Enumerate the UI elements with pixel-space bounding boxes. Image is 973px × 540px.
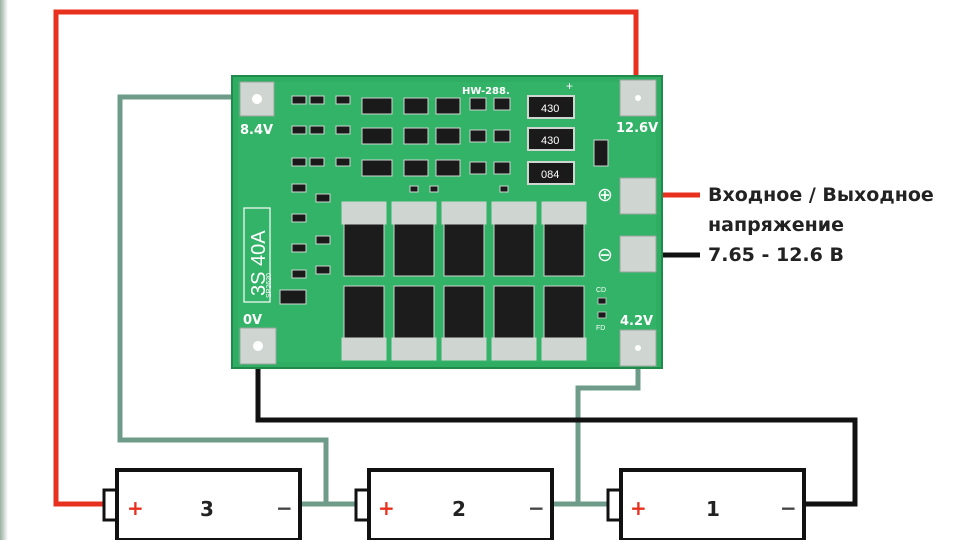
teal-wire-4v2 — [575, 352, 641, 504]
battery-1-number: 1 — [706, 497, 720, 521]
battery-3-number: 3 — [200, 497, 214, 521]
mosfet-array — [341, 201, 587, 361]
part-code: SP2620 — [266, 273, 273, 298]
battery-3-minus: − — [276, 496, 293, 520]
minus-symbol: ⊖ — [597, 245, 613, 266]
resistor-1: 430 — [527, 95, 575, 119]
label-4v2: 4.2V — [620, 314, 653, 329]
pcb-board: 8.4V 12.6V 0V 4.2V ⊕ ⊖ + HW-288. 3S 40A … — [231, 75, 663, 369]
battery-3: + 3 − — [102, 468, 302, 540]
red-wire-12v6 — [53, 9, 639, 507]
teal-wire-8v4 — [117, 94, 329, 504]
led-mark-fd: FD — [596, 325, 605, 332]
black-wire-0v — [255, 350, 858, 507]
battery-2-minus: − — [528, 496, 545, 520]
battery-3-plus: + — [127, 496, 144, 520]
left-edge-strip — [0, 0, 8, 540]
plus-symbol: ⊕ — [597, 185, 613, 206]
pad-minus — [619, 235, 657, 273]
svg-text:430: 430 — [541, 135, 559, 147]
battery-2-number: 2 — [452, 497, 466, 521]
diode — [593, 139, 609, 167]
svg-text:084: 084 — [541, 169, 559, 181]
svg-text:430: 430 — [541, 103, 559, 115]
resistor-2: 430 — [527, 127, 575, 151]
battery-2-plus: + — [378, 496, 395, 520]
tiny-plus: + — [566, 79, 573, 93]
board-model: HW-288. — [462, 86, 510, 97]
smd-components — [279, 95, 511, 305]
led-mark-cd: CD — [596, 287, 606, 294]
battery-1-minus: − — [780, 496, 797, 520]
board-spec: 3S 40A — [248, 230, 270, 296]
annotation-line-2: напряжение — [708, 214, 844, 236]
label-12v6: 12.6V — [616, 121, 658, 136]
battery-1-plus: + — [630, 496, 647, 520]
annotation-line-3: 7.65 - 12.6 В — [708, 244, 844, 266]
battery-2: + 2 − — [354, 468, 554, 540]
battery-1: + 1 − — [606, 468, 806, 540]
annotation-line-1: Входное / Выходное — [708, 184, 934, 206]
label-0v: 0V — [243, 313, 262, 328]
label-8v4: 8.4V — [240, 123, 273, 138]
pad-plus — [619, 177, 657, 215]
resistor-3: 084 — [527, 161, 575, 185]
